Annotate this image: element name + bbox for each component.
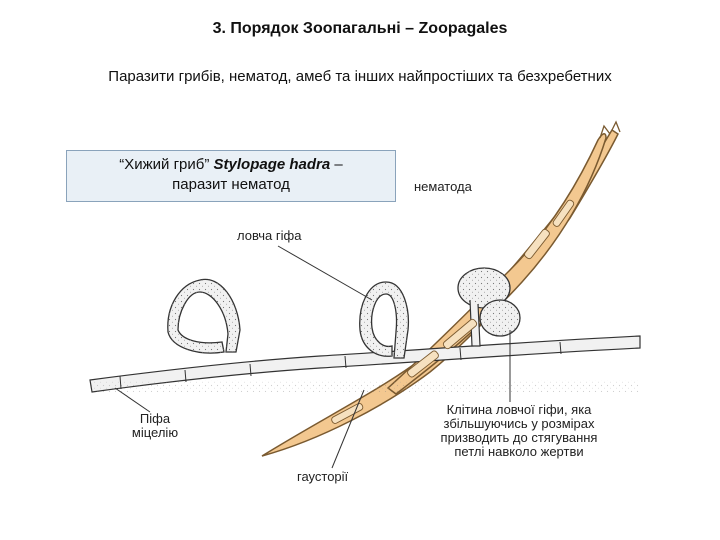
label-trap-cell: Клітина ловчої гіфи, яка збільшуючись у … [440, 402, 598, 459]
mycelium-hypha [89, 335, 641, 393]
label-mycelium-hypha-line2: міцелію [131, 425, 179, 440]
callout-line2: паразит нематод [172, 176, 290, 193]
hypha-texture [90, 380, 640, 392]
callout-species: Stylopage hadra [213, 156, 331, 173]
slide-title: 3. Порядок Зоопагальні – Zoopagales [212, 20, 508, 37]
label-mycelium-hypha: Піфа міцелію [122, 412, 188, 440]
nematode-head-tip-2 [611, 120, 621, 133]
trap-loop-1-texture [167, 279, 240, 354]
callout-box: “Хижий гриб” Stylopage hadra – паразит н… [66, 150, 396, 202]
trap-loop-2-texture [359, 282, 409, 358]
callout-dash: – [330, 156, 343, 173]
haustoria-hyphae [331, 199, 575, 424]
slide-subtitle: Паразити грибів, нематод, амеб та інших … [108, 68, 612, 85]
nematode-head-tip [599, 124, 611, 139]
leader-lines [114, 245, 511, 469]
label-trap-hypha: ловча гіфа [237, 228, 302, 243]
label-mycelium-hypha-line1: Піфа [139, 411, 171, 426]
label-nematode: нематода [414, 179, 472, 194]
label-haustoria: гаусторії [297, 469, 349, 484]
callout-quote: “Хижий гриб” [119, 156, 214, 173]
swollen-trap-cells [457, 267, 521, 347]
hypha-septa [119, 341, 562, 390]
